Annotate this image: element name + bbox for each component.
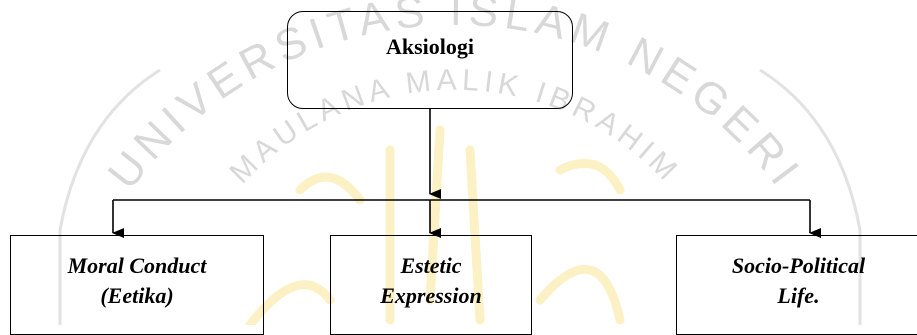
node-moral-conduct-line-2: (Eetika) [100,283,174,308]
node-socio-political-life-line-2: Life. [777,283,820,308]
seal-outline-right [759,68,862,325]
seal-calligraphy [245,125,625,325]
node-socio-political-life-line-1: Socio-Political [731,253,866,278]
university-seal-watermark: UNIVERSITAS ISLAM NEGERI MAULANA MALIK I… [58,0,862,325]
node-moral-conduct: Moral Conduct (Eetika) [10,235,264,335]
diagram-connectors [112,109,821,238]
node-aksiologi: Aksiologi [287,11,573,109]
node-socio-political-life: Socio-Political Life. [676,235,917,335]
node-aksiologi-label: Aksiologi [385,34,475,59]
node-estetic-expression-line-2: Expression [380,283,482,308]
node-estetic-expression-line-1: Estetic [400,253,462,278]
node-moral-conduct-line-1: Moral Conduct [67,253,207,278]
seal-outline [58,68,161,325]
node-estetic-expression: Estetic Expression [330,235,532,335]
